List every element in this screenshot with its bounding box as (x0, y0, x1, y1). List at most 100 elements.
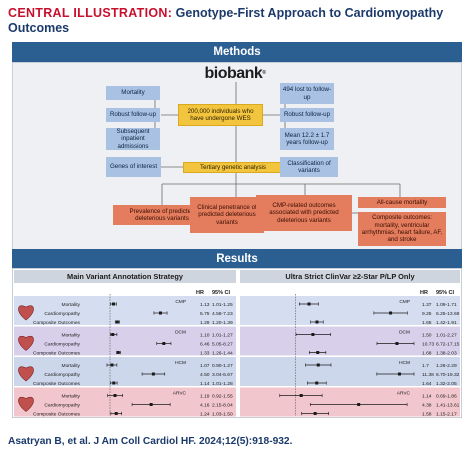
box-genes-of-interest-text: Genes of interest (109, 163, 158, 171)
hr-value: 1.14 (422, 393, 432, 399)
title-text: Genotype-First Approach to Cardiomyopath… (8, 6, 444, 35)
hr-value: 6.46 (200, 341, 210, 347)
hr-point (397, 372, 401, 376)
box-genes-of-interest: Genes of interest (106, 157, 161, 177)
biobank-logo: biobank® (190, 65, 280, 82)
box-prevalence-text: Prevalence of predicted deleterious vari… (129, 207, 195, 222)
box-cmp-outcomes-text: CMP-related outcomes associated with pre… (269, 202, 339, 224)
box-mean-follow-up-text: Mean 12.2 ± 1.7 years follow-up (284, 131, 330, 146)
box-mean-follow-up: Mean 12.2 ± 1.7 years follow-up (280, 128, 334, 150)
group-label-hcm: HCM (399, 360, 410, 366)
hr-value: 1.07 (200, 363, 210, 369)
heart-icon (18, 305, 34, 321)
hr-value: 9.25 (422, 311, 432, 317)
hr-value: 1.14 (200, 381, 210, 387)
hr-point (112, 302, 116, 306)
ci-value: 4.58-7.23 (212, 311, 233, 317)
hr-value: 4.38 (422, 402, 432, 408)
hr-value: 1.50 (422, 332, 432, 338)
hr-point (316, 351, 320, 354)
hr-point (299, 394, 303, 397)
right-panel-title: Ultra Strict ClinVar ≥2-Star P/LP Only (240, 270, 460, 283)
box-classification-text: Classification of variants (287, 159, 331, 174)
ci-value: 6.25-13.69 (436, 311, 460, 317)
outcome-label: Composite Outcomes (33, 350, 81, 356)
hr-value: 5.75 (200, 311, 210, 317)
box-robust-follow-up-right-text: Robust follow-up (283, 111, 331, 119)
ci-value: 6.72-17.15 (436, 341, 460, 347)
outcome-label: Mortality (62, 332, 81, 338)
hr-point (151, 372, 155, 376)
outcome-label: Composite Outcomes (33, 320, 81, 326)
right-ci-header: 95% CI (436, 290, 455, 296)
ci-value: 1.26-1.44 (212, 350, 233, 356)
group-label-dcm: DCM (175, 330, 186, 336)
outcome-label: Cardiomyopathy (44, 402, 80, 408)
ci-value: 1.01-2.27 (436, 332, 457, 338)
group-band-cmp (14, 296, 236, 325)
hr-point (313, 412, 317, 415)
box-robust-follow-up-right: Robust follow-up (280, 108, 334, 122)
biobank-logo-text: biobank (204, 65, 263, 82)
biobank-logo-mark: ® (262, 70, 266, 76)
ci-value: 1.09-1.71 (436, 302, 457, 308)
hr-value: 4.16 (200, 402, 210, 408)
citation: Asatryan B, et al. J Am Coll Cardiol HF.… (8, 436, 293, 447)
box-mortality: Mortality (106, 86, 160, 100)
box-robust-follow-up-left-text: Robust follow-up (109, 111, 157, 119)
ci-value: 1.01-1.27 (212, 332, 233, 338)
hr-point (116, 351, 120, 354)
outcome-label: Mortality (62, 302, 81, 308)
hr-point (158, 311, 162, 315)
hr-point (162, 342, 166, 345)
hr-value: 1.24 (200, 411, 210, 417)
hr-value: 1.65 (422, 320, 432, 326)
hr-point (115, 320, 119, 324)
results-header: Results (12, 249, 462, 269)
group-band-hcm (240, 357, 460, 386)
group-band-arvc (14, 387, 236, 417)
hr-point (357, 403, 361, 406)
group-band-dcm (14, 326, 236, 356)
methods-header-label: Methods (213, 46, 261, 58)
box-inpatient-admissions: Subsequent inpatient admissions (106, 128, 160, 150)
group-label-hcm: HCM (175, 360, 186, 366)
hr-point (113, 394, 117, 397)
hr-value: 11.38 (422, 372, 434, 378)
group-label-cmp: CMP (175, 299, 186, 305)
outcome-label: Mortality (62, 363, 81, 369)
hr-point (307, 302, 311, 306)
hr-value: 1.19 (200, 393, 210, 399)
hr-point (315, 320, 319, 324)
hr-point (149, 403, 153, 406)
ci-value: 6.70-19.32 (436, 372, 460, 378)
group-label-dcm: DCM (399, 330, 410, 336)
left-ci-header: 95% CI (212, 290, 231, 296)
group-label-arvc: ARVC (173, 391, 187, 397)
ci-value: 2.15-8.04 (212, 402, 233, 408)
hr-value: 1.29 (200, 320, 210, 326)
outcome-label: Composite Outcomes (33, 411, 81, 417)
right-hr-header: HR (420, 290, 428, 296)
outcome-label: Cardiomyopathy (44, 372, 80, 378)
left-hr-header: HR (196, 290, 204, 296)
group-band-arvc (240, 387, 460, 417)
ci-value: 1.38-2.03 (436, 350, 457, 356)
ci-value: 0.92-1.55 (212, 393, 233, 399)
hr-value: 10.73 (422, 341, 435, 347)
ci-value: 0.90-1.27 (212, 363, 233, 369)
ci-value: 1.15-2.17 (436, 411, 457, 417)
box-tertiary-analysis-text: Tertiary genetic analysis (199, 163, 267, 171)
ci-value: 3.04-6.67 (212, 372, 233, 378)
box-inpatient-admissions-text: Subsequent inpatient admissions (116, 128, 150, 150)
box-lost-follow-up-text: 494 lost to follow-up (282, 86, 332, 101)
hr-value: 1.13 (200, 302, 210, 308)
group-label-arvc: ARVC (397, 391, 411, 397)
outcome-label: Cardiomyopathy (44, 311, 80, 317)
hr-point (311, 333, 315, 336)
hr-value: 1.10 (200, 332, 210, 338)
box-composite-outcomes-text: Composite outcomes: mortality, ventricul… (361, 214, 443, 244)
box-wes-individuals: 200,000 individuals who have undergone W… (178, 104, 263, 126)
hr-point (315, 381, 319, 385)
hr-value: 1.33 (200, 350, 210, 356)
